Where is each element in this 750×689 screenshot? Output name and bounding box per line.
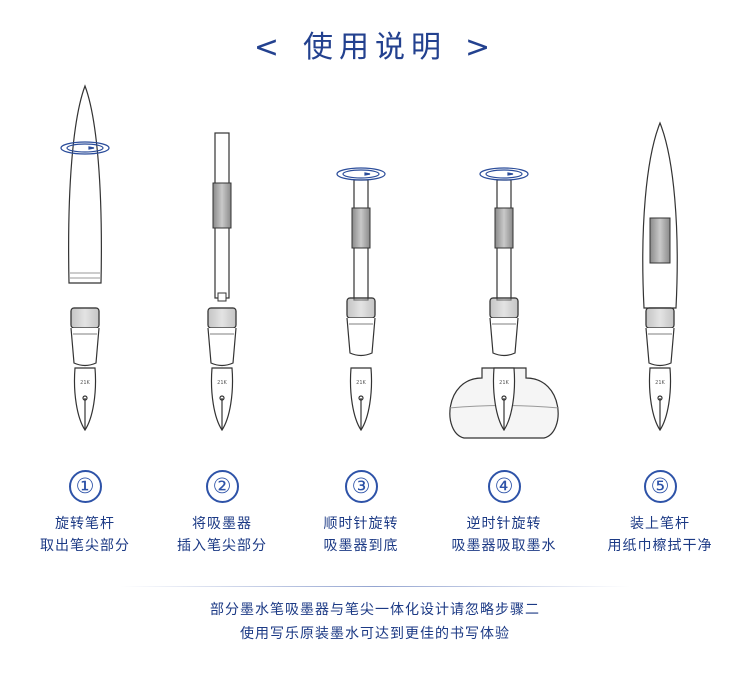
step-2-line-1: 将吸墨器 bbox=[192, 516, 252, 532]
page-title: < 使用说明 > bbox=[0, 22, 750, 66]
step-4-line-2: 吸墨器吸取墨水 bbox=[451, 538, 557, 554]
title-text: 使用说明 bbox=[303, 30, 447, 65]
step-4: ④ 逆时针旋转 吸墨器吸取墨水 bbox=[429, 470, 579, 557]
step-1: ① 旋转笔杆 取出笔尖部分 bbox=[10, 470, 160, 557]
step-2-line-2: 插入笔尖部分 bbox=[177, 538, 267, 554]
step-number-4: ④ bbox=[487, 470, 521, 503]
step-caption-5: 装上笔杆 用纸巾檫拭干净 bbox=[585, 513, 735, 557]
step-3-line-1: 顺时针旋转 bbox=[323, 516, 399, 532]
step-4-line-1: 逆时针旋转 bbox=[466, 516, 542, 532]
step-3: ③ 顺时针旋转 吸墨器到底 bbox=[286, 470, 436, 557]
step-3-line-2: 吸墨器到底 bbox=[323, 538, 399, 554]
footer-line-1: 部分墨水笔吸墨器与笔尖一体化设计请忽略步骤二 bbox=[210, 602, 540, 618]
step-5: ⑤ 装上笔杆 用纸巾檫拭干净 bbox=[585, 470, 735, 557]
pen-step-4 bbox=[448, 167, 560, 439]
pen-step-1 bbox=[60, 84, 110, 431]
step-1-line-2: 取出笔尖部分 bbox=[40, 538, 130, 554]
divider bbox=[120, 586, 630, 587]
pen-step-2 bbox=[207, 132, 237, 431]
step-number-2: ② bbox=[205, 470, 239, 503]
step-1-line-1: 旋转笔杆 bbox=[55, 516, 115, 532]
footer-note: 部分墨水笔吸墨器与笔尖一体化设计请忽略步骤二 使用写乐原装墨水可达到更佳的书写体… bbox=[0, 598, 750, 646]
step-number-3: ③ bbox=[344, 470, 378, 503]
step-5-line-1: 装上笔杆 bbox=[630, 516, 690, 532]
pen-step-5 bbox=[642, 121, 678, 431]
pen-step-3 bbox=[336, 167, 386, 431]
step-caption-1: 旋转笔杆 取出笔尖部分 bbox=[10, 513, 160, 557]
step-caption-3: 顺时针旋转 吸墨器到底 bbox=[286, 513, 436, 557]
step-number-5: ⑤ bbox=[643, 470, 677, 503]
step-number-1: ① bbox=[68, 470, 102, 503]
step-2: ② 将吸墨器 插入笔尖部分 bbox=[147, 470, 297, 557]
step-caption-4: 逆时针旋转 吸墨器吸取墨水 bbox=[429, 513, 579, 557]
instruction-illustrations: 21K bbox=[60, 84, 678, 439]
step-caption-2: 将吸墨器 插入笔尖部分 bbox=[147, 513, 297, 557]
right-bracket: > bbox=[465, 30, 497, 65]
left-bracket: < bbox=[253, 30, 285, 65]
step-5-line-2: 用纸巾檫拭干净 bbox=[607, 538, 713, 554]
footer-line-2: 使用写乐原装墨水可达到更佳的书写体验 bbox=[240, 626, 510, 642]
